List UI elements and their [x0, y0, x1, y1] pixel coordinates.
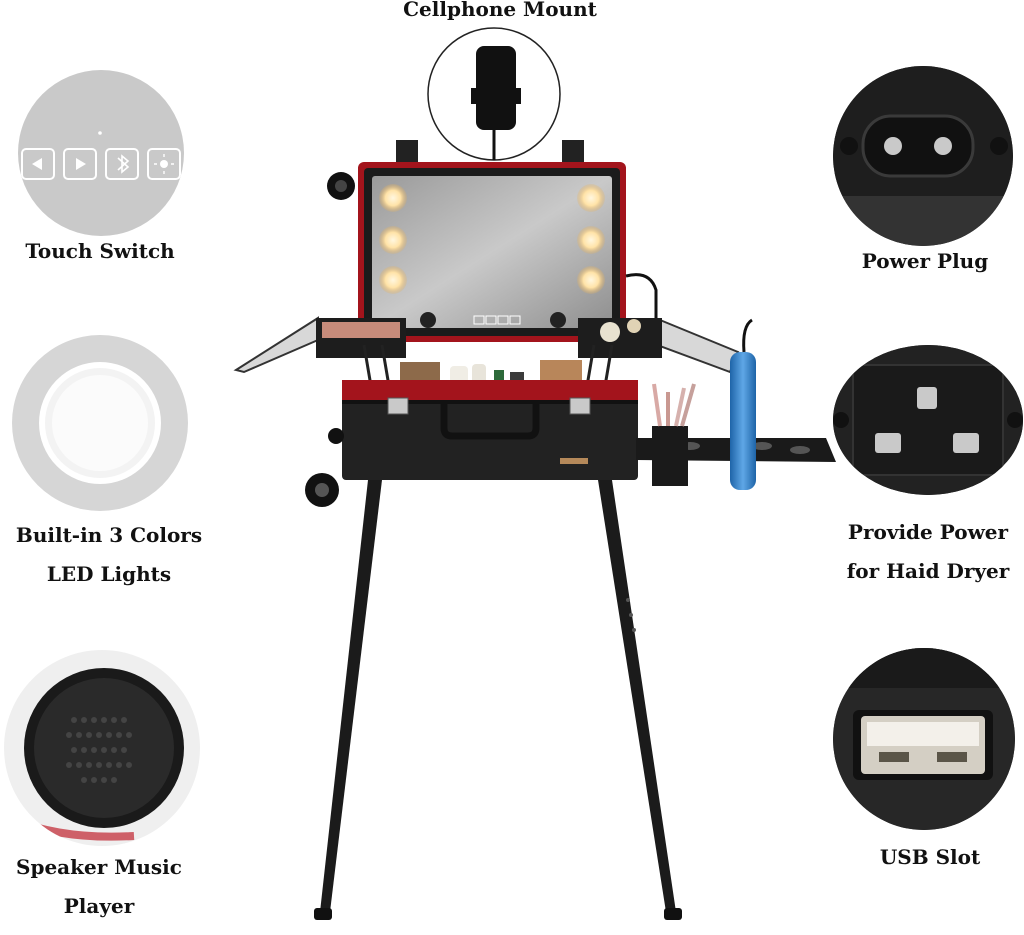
touch-switch-label: Touch Switch — [25, 239, 175, 263]
power-outlet-label: Provide Power for Haid Dryer — [846, 520, 1010, 583]
led-lights-label: Built-in 3 Colors LED Lights — [15, 523, 203, 586]
cellphone-mount-label: Cellphone Mount — [403, 0, 597, 21]
brightness-icon — [147, 148, 181, 180]
usb-slot-label: USB Slot — [879, 845, 981, 869]
usb-slot-detail — [833, 648, 1015, 830]
speaker-label: Speaker Music Player — [16, 855, 182, 918]
speaker-detail — [4, 650, 200, 846]
cellphone-mount-detail — [427, 27, 561, 161]
led-lights-detail — [12, 335, 188, 511]
back-icon — [21, 148, 55, 180]
play-icon — [63, 148, 97, 180]
touch-switch-detail — [18, 70, 184, 236]
power-plug-label: Power Plug — [861, 249, 989, 273]
power-outlet-detail — [833, 345, 1023, 495]
bluetooth-icon — [105, 148, 139, 180]
power-plug-detail — [833, 66, 1013, 246]
